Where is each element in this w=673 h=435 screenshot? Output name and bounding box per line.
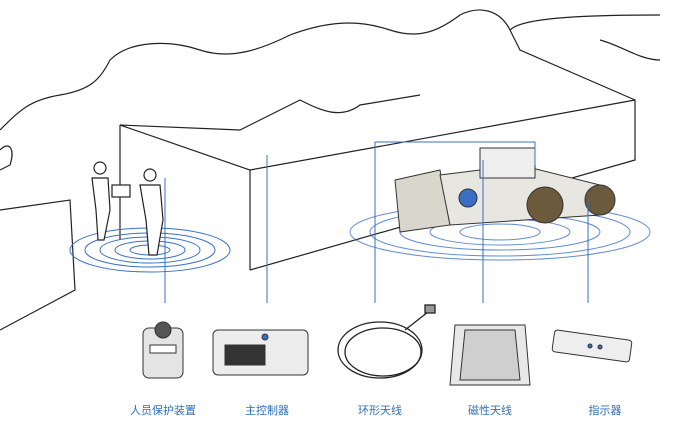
- label-indicator: 指示器: [588, 404, 622, 417]
- personal-protection-device-icon: [142, 321, 184, 379]
- loader-vehicle-illustration: [394, 147, 616, 233]
- label-personal-protection: 人员保护装置: [130, 404, 196, 417]
- workers-illustration: [91, 161, 164, 256]
- loop-antenna-device-icon: [337, 304, 436, 379]
- main-controller-device-icon: [212, 329, 309, 376]
- label-main-controller: 主控制器: [245, 404, 289, 417]
- label-magnetic-antenna: 磁性天线: [468, 404, 512, 417]
- indicator-device-icon: [551, 329, 633, 363]
- tunnel-outline: [0, 9, 661, 331]
- label-loop-antenna: 环形天线: [358, 404, 402, 417]
- magnetic-antenna-device-icon: [449, 324, 531, 386]
- connector-lines: [164, 141, 589, 303]
